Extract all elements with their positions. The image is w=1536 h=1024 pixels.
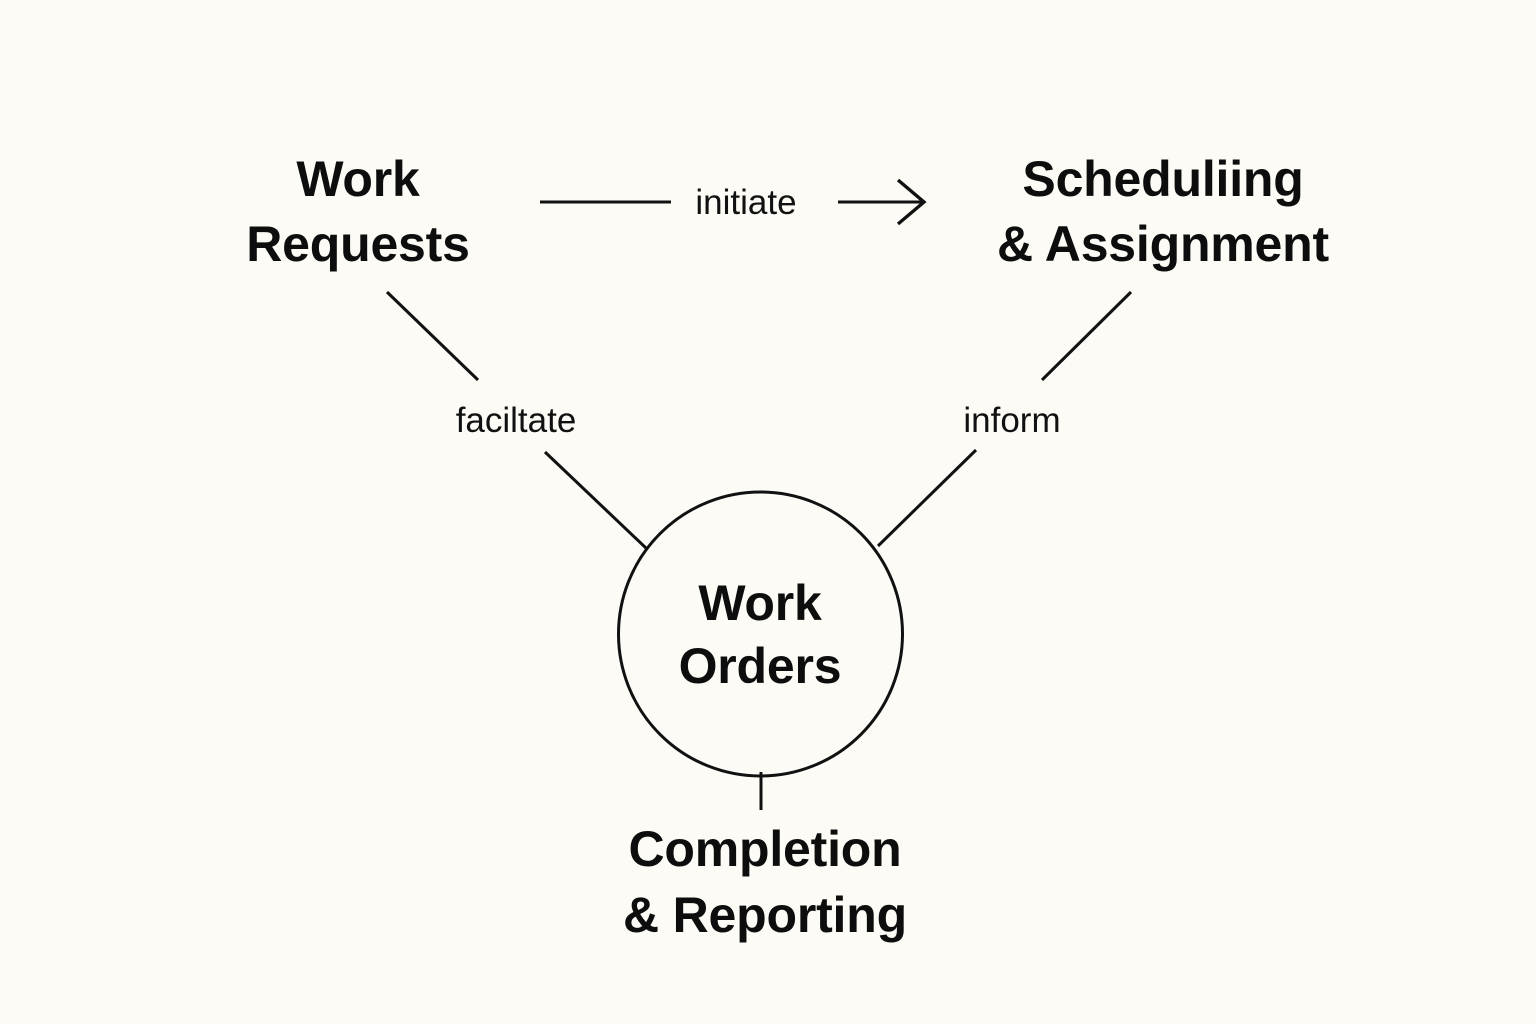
node-completion-reporting[interactable]: Completion & Reporting	[623, 821, 907, 943]
scheduling-assignment-label-line1: Scheduliing	[1022, 151, 1303, 207]
work-requests-label-line1: Work	[296, 151, 420, 207]
scheduling-assignment-label-line2: & Assignment	[997, 216, 1329, 272]
arrow-head-icon	[896, 178, 927, 226]
work-orders-label-line1: Work	[698, 575, 822, 631]
edge-initiate: initiate	[540, 178, 927, 226]
edge-label-faciltate: faciltate	[456, 401, 577, 440]
edge-faciltate-segment-upper	[385, 290, 480, 382]
completion-reporting-label-line2: & Reporting	[623, 887, 907, 943]
edge-inform-segment-upper	[1040, 290, 1133, 382]
completion-reporting-label-line1: Completion	[629, 821, 902, 877]
edge-label-inform: inform	[963, 401, 1060, 440]
edge-faciltate: faciltate	[385, 290, 649, 551]
edge-inform: inform	[876, 290, 1133, 548]
edge-inform-segment-lower	[876, 448, 978, 548]
node-work-orders[interactable]: Work Orders	[617, 490, 904, 778]
node-scheduling-assignment[interactable]: Scheduliing & Assignment	[997, 151, 1330, 272]
edge-label-initiate: initiate	[695, 183, 796, 222]
work-orders-circle[interactable]	[617, 490, 904, 778]
work-orders-label-line2: Orders	[679, 638, 842, 694]
node-work-requests[interactable]: Work Requests	[246, 151, 470, 272]
edge-faciltate-segment-lower	[543, 450, 649, 551]
work-requests-label-line2: Requests	[246, 216, 469, 272]
